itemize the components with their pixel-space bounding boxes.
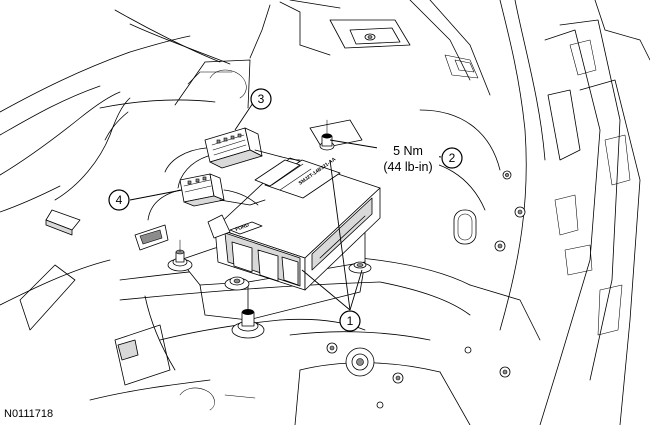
- callout-2: 2: [441, 147, 463, 169]
- callout-1: 1: [339, 310, 361, 332]
- electrical-connector-lower: [147, 173, 266, 221]
- module-brand-text: FORD: [235, 222, 251, 233]
- callout-2-number: 2: [449, 151, 456, 165]
- restraints-control-module: SMJ2T-14B321-AA FORD: [207, 156, 381, 291]
- callout-4: 4: [108, 189, 130, 211]
- figure-id: N0111718: [4, 408, 53, 420]
- callout-1-number: 1: [347, 314, 354, 328]
- electrical-connector-upper: [164, 127, 301, 189]
- torque-specification: 5 Nm (44 lb-in): [377, 140, 439, 176]
- torque-metric-value: 5 Nm: [393, 144, 423, 158]
- callout-3: 3: [250, 88, 272, 110]
- callout-3-number: 3: [258, 92, 265, 106]
- callout-4-number: 4: [116, 193, 123, 207]
- torque-imperial-value: (44 lb-in): [383, 160, 432, 174]
